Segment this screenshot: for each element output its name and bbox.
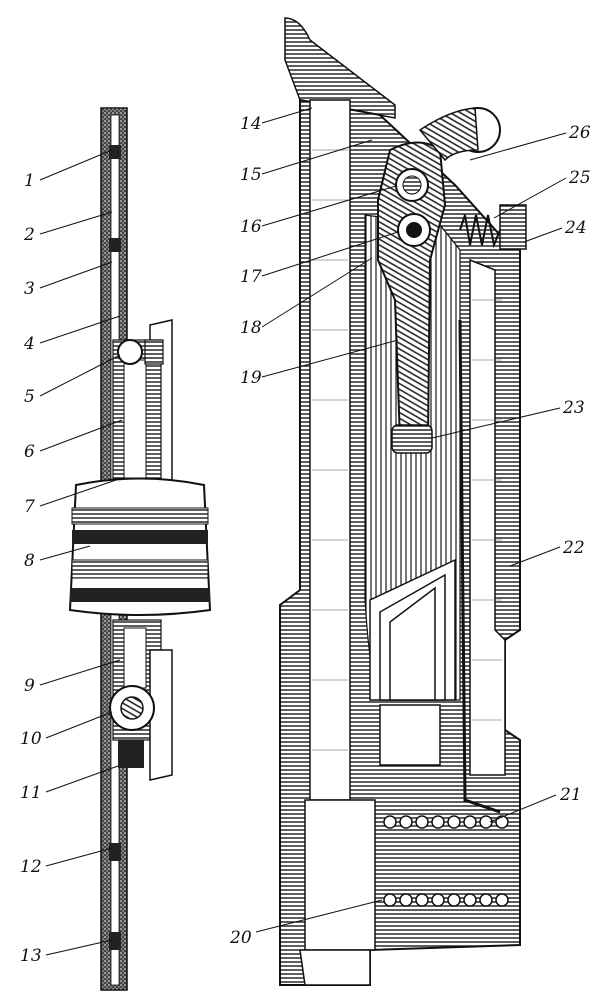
callout-4: 4	[23, 334, 35, 354]
callout-6: 6	[24, 442, 35, 462]
lever-arm	[418, 107, 479, 162]
callout-14: 14	[240, 114, 262, 134]
callout-16: 16	[240, 217, 262, 237]
callout-2: 2	[23, 225, 35, 245]
right-assembly	[279, 17, 527, 986]
roller-5-hub	[144, 339, 164, 365]
guide-slot-lower	[123, 627, 147, 689]
callout-8: 8	[24, 551, 35, 571]
drum-band-3	[71, 559, 209, 579]
pin-2	[109, 238, 121, 252]
callouts: 1 2 3 4 5 6 7 8 9 10 11 12 13 14 15 16 1…	[20, 107, 591, 966]
lower-bracket	[149, 649, 173, 781]
pin-4	[109, 932, 121, 950]
left-assembly	[68, 107, 212, 991]
bottom-lip	[299, 949, 371, 986]
screw-24	[499, 204, 527, 250]
callout-25: 25	[568, 168, 591, 188]
callout-21: 21	[559, 785, 582, 805]
housing-column	[309, 99, 351, 801]
callout-24: 24	[564, 218, 587, 238]
callout-15: 15	[240, 165, 262, 185]
spring-21	[383, 815, 509, 829]
drum-band-1	[71, 507, 209, 525]
callout-20: 20	[229, 928, 252, 948]
right-channel	[469, 258, 506, 776]
callout-26: 26	[568, 123, 591, 143]
block-11	[118, 740, 144, 768]
stepped-plates	[369, 558, 456, 701]
spring-wire	[458, 319, 501, 814]
column-lines	[312, 149, 348, 751]
spring-25	[459, 214, 501, 249]
lever-tip	[391, 424, 433, 454]
channel-lines	[472, 299, 502, 721]
guide-slot-upper	[123, 359, 147, 479]
callout-10: 10	[20, 729, 42, 749]
pin-3	[109, 843, 121, 861]
callout-19: 19	[240, 368, 262, 388]
roller-10-core	[120, 696, 144, 720]
spring-20	[383, 893, 509, 907]
callout-23: 23	[562, 398, 585, 418]
callout-12: 12	[20, 857, 42, 877]
pivot-17-inner	[406, 222, 422, 238]
callout-9: 9	[24, 676, 35, 696]
callout-1: 1	[24, 171, 35, 191]
lower-bore	[304, 799, 376, 951]
callout-17: 17	[240, 267, 262, 287]
callout-22: 22	[562, 538, 585, 558]
drum-band-2	[72, 530, 208, 544]
callout-18: 18	[240, 318, 262, 338]
pivot-16-inner	[402, 175, 422, 195]
callout-13: 13	[20, 946, 42, 966]
callout-5: 5	[24, 387, 35, 407]
roller-5	[117, 339, 143, 365]
drum-band-4	[70, 588, 210, 602]
callout-11: 11	[20, 783, 42, 803]
pin-1	[109, 145, 121, 159]
callout-3: 3	[24, 279, 35, 299]
white-block	[379, 704, 441, 766]
callout-7: 7	[24, 497, 35, 517]
